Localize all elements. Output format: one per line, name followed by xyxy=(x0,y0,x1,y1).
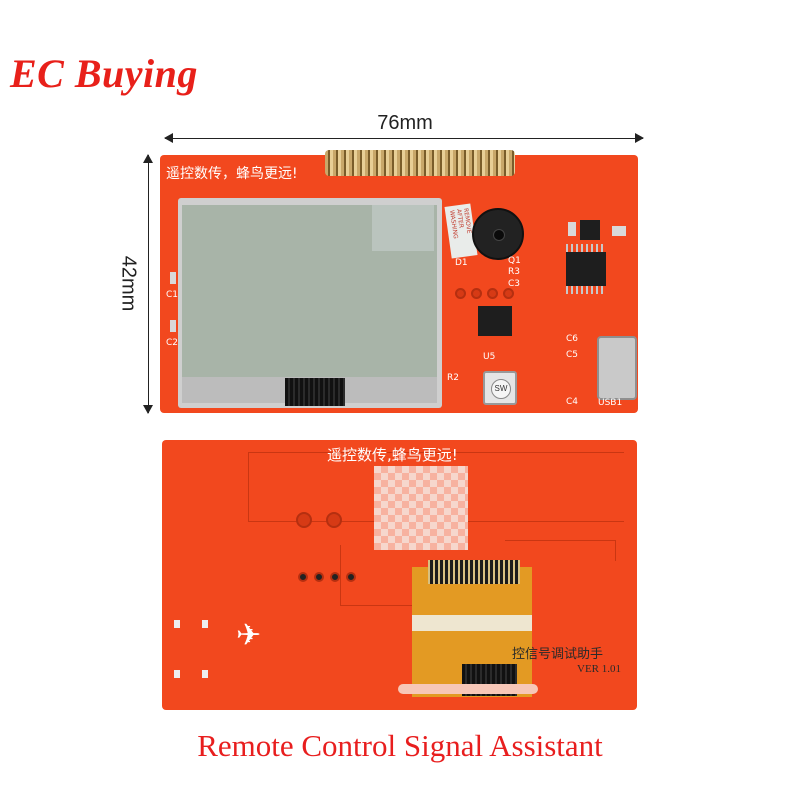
component-pad xyxy=(174,670,180,678)
pcb-trace xyxy=(505,540,616,561)
usb-c-port xyxy=(597,336,637,400)
component-pad xyxy=(202,620,208,628)
silk-c6: C6 xyxy=(566,334,579,344)
sw-button: SW xyxy=(483,371,517,405)
component-pad xyxy=(174,620,180,628)
silk-c3: C3 xyxy=(508,279,521,289)
brand-logo: EC Buying xyxy=(10,51,198,96)
component-pad xyxy=(202,670,208,678)
width-dimension-arrow xyxy=(164,133,644,143)
hummingbird-icon: ✈ xyxy=(236,618,262,653)
chip-u5 xyxy=(478,306,512,336)
component-pad xyxy=(568,222,576,236)
spring-antenna xyxy=(325,150,515,176)
flex-cable-stiffener xyxy=(412,615,532,631)
blurred-logo-area xyxy=(374,466,468,550)
height-dimension-label: 42mm xyxy=(117,255,140,312)
pin-hole xyxy=(330,572,340,582)
flex-cable-connector xyxy=(428,560,520,584)
chip-pins-lower xyxy=(566,286,606,294)
lcd-connector xyxy=(285,378,345,406)
silk-c5: C5 xyxy=(566,350,579,360)
pin-hole xyxy=(487,288,498,299)
chip-pins-upper xyxy=(566,244,606,252)
cap-pad-c2 xyxy=(170,320,176,332)
silk-q1: Q1 xyxy=(508,256,521,266)
product-caption: Remote Control Signal Assistant xyxy=(197,728,603,763)
silk-r3: R3 xyxy=(508,267,520,277)
pin-hole xyxy=(455,288,466,299)
board-slot xyxy=(398,684,538,694)
silk-u5: U5 xyxy=(483,352,496,362)
back-board-subtitle: 控信号调试助手 xyxy=(512,647,604,662)
buzzer xyxy=(472,208,524,260)
sticker-text: REMOVE AFTER WASHING xyxy=(448,207,473,240)
crystal xyxy=(612,226,626,236)
silk-c2: C2 xyxy=(166,338,179,348)
silk-c4: C4 xyxy=(566,397,579,407)
height-dimension-arrow xyxy=(143,154,153,414)
chip-main-upper xyxy=(566,252,606,286)
silk-d1: D1 xyxy=(455,258,468,268)
sw-button-cap: SW xyxy=(491,379,511,399)
pin-hole xyxy=(503,288,514,299)
silk-usb1: USB1 xyxy=(598,398,623,408)
pin-hole xyxy=(298,572,308,582)
back-board-title: 遥控数传,蜂鸟更远! xyxy=(327,446,458,464)
pin-hole xyxy=(346,572,356,582)
silk-r2: R2 xyxy=(447,373,459,383)
version-label: VER 1.01 xyxy=(577,663,621,675)
silk-c1: C1 xyxy=(166,290,179,300)
mounting-hole xyxy=(296,512,312,528)
chip-small xyxy=(580,220,600,240)
width-dimension-label: 76mm xyxy=(377,112,433,134)
mounting-hole xyxy=(326,512,342,528)
lcd-protective-tape xyxy=(372,205,434,251)
pin-hole xyxy=(314,572,324,582)
cap-pad-c1 xyxy=(170,272,176,284)
pin-hole xyxy=(471,288,482,299)
front-board-title: 遥控数传，蜂鸟更远! xyxy=(166,166,298,182)
